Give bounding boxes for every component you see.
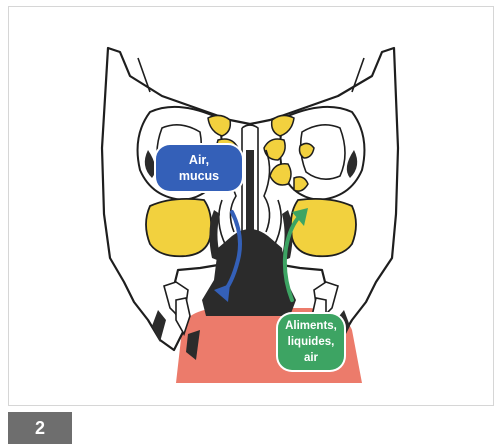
air-mucus-label: Air, mucus xyxy=(156,145,242,191)
food-label-line-2: liquides, xyxy=(288,334,335,350)
air-mucus-line-1: Air, xyxy=(189,152,209,168)
figure-number-badge: 2 xyxy=(8,412,72,444)
nasal-septum-shadow xyxy=(246,150,254,232)
food-label-line-3: air xyxy=(304,350,318,366)
air-mucus-line-2: mucus xyxy=(179,168,219,184)
frontal-contour xyxy=(138,58,364,92)
food-label-line-1: Aliments, xyxy=(285,318,337,334)
food-liquid-air-label: Aliments, liquides, air xyxy=(278,314,344,370)
right-maxillary-sinus xyxy=(291,199,356,256)
left-maxillary-sinus xyxy=(146,199,211,256)
